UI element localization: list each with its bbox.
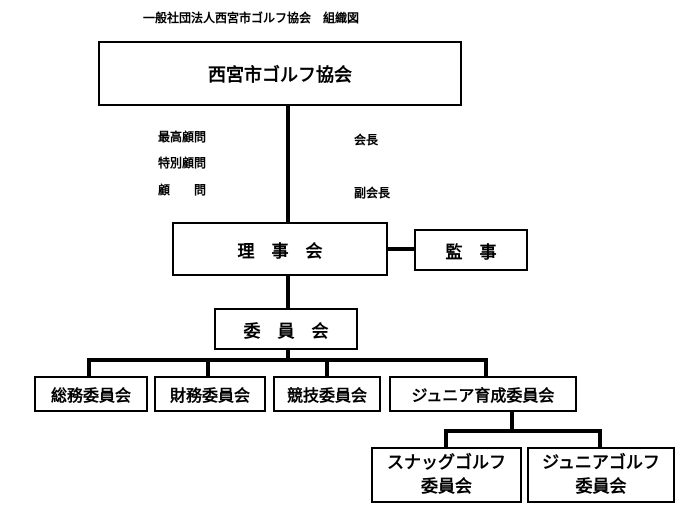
general-affairs-committee-box: 総務委員会 bbox=[34, 376, 148, 412]
officer-president: 会長 bbox=[354, 133, 379, 147]
board-label: 理 事 会 bbox=[237, 241, 323, 262]
general-affairs-committee-label: 総務委員会 bbox=[50, 386, 131, 405]
competition-committee-box: 競技委員会 bbox=[273, 376, 381, 412]
competition-committee-label: 競技委員会 bbox=[286, 386, 367, 405]
advisor-special: 特別顧問 bbox=[158, 156, 207, 170]
board-box: 理 事 会 bbox=[172, 222, 388, 276]
junior-sub-bus bbox=[444, 429, 602, 433]
drop-junior-golf bbox=[598, 429, 602, 449]
auditor-label: 監 事 bbox=[445, 242, 497, 263]
junior-development-committee-box: ジュニア育成委員会 bbox=[389, 376, 577, 412]
officer-vice-president: 副会長 bbox=[354, 186, 391, 200]
subcommittee-bus bbox=[87, 358, 488, 362]
finance-committee-box: 財務委員会 bbox=[154, 376, 266, 412]
snag-golf-committee-box: スナッグゴルフ 委員会 bbox=[371, 447, 522, 503]
drop-snag-golf bbox=[444, 429, 448, 449]
advisor-supreme: 最高顧問 bbox=[158, 130, 207, 144]
junior-golf-committee-label-2: 委員会 bbox=[575, 477, 627, 497]
connector-committee-bus bbox=[286, 350, 290, 361]
drop-general-affairs bbox=[87, 358, 91, 379]
committee-box: 委 員 会 bbox=[214, 308, 358, 350]
auditor-box: 監 事 bbox=[414, 229, 528, 271]
association-box: 西宮市ゴルフ協会 bbox=[98, 41, 462, 106]
finance-committee-label: 財務委員会 bbox=[169, 386, 250, 405]
association-label: 西宮市ゴルフ協会 bbox=[208, 64, 352, 86]
advisor: 顧 問 bbox=[158, 183, 207, 197]
junior-development-committee-label: ジュニア育成委員会 bbox=[411, 386, 555, 405]
chart-title: 一般社団法人西宮市ゴルフ協会 組織図 bbox=[143, 11, 360, 25]
drop-competition bbox=[325, 358, 329, 379]
connector-junior-down bbox=[510, 412, 514, 432]
junior-golf-committee-box: ジュニアゴルフ 委員会 bbox=[527, 447, 675, 503]
connector-top-board bbox=[286, 106, 290, 223]
junior-golf-committee-label-1: ジュニアゴルフ bbox=[542, 453, 660, 473]
snag-golf-committee-label-2: 委員会 bbox=[421, 477, 472, 497]
connector-board-committee bbox=[286, 276, 290, 309]
drop-finance bbox=[206, 358, 210, 379]
drop-junior-development bbox=[484, 358, 488, 379]
snag-golf-committee-label-1: スナッグゴルフ bbox=[387, 453, 506, 473]
connector-board-auditor bbox=[388, 247, 415, 251]
committee-label: 委 員 会 bbox=[243, 321, 329, 342]
